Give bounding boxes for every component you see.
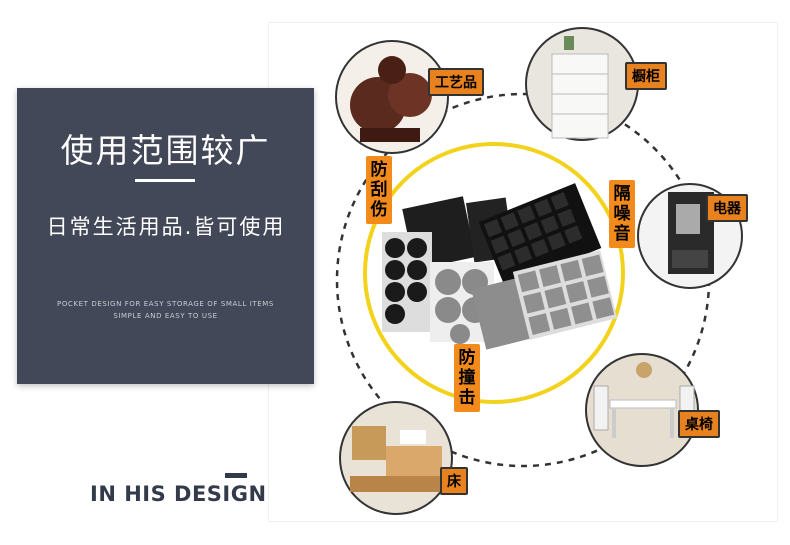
table-chair-thumb	[585, 353, 699, 467]
cabinet-label: 橱柜	[625, 62, 667, 90]
bed-thumb	[339, 401, 453, 515]
title-divider	[135, 179, 195, 182]
soundproof-label: 隔噪音	[609, 180, 635, 248]
small-caption-1: POCKET DESIGN FOR EASY STORAGE OF SMALL …	[57, 300, 274, 308]
anti-collision-label: 防撞击	[454, 344, 480, 412]
subtitle: 日常生活用品.皆可使用	[46, 215, 286, 239]
bottom-heading: IN HIS DESIGN	[90, 482, 267, 506]
info-card: 使用范围较广 日常生活用品.皆可使用 POCKET DESIGN FOR EAS…	[17, 88, 314, 384]
felt-pads-image	[382, 183, 618, 350]
crafts-label: 工艺品	[428, 68, 484, 96]
cabinet-thumb	[525, 27, 639, 141]
anti-scratch-label: 防刮伤	[366, 156, 392, 224]
page-title: 使用范围较广	[60, 131, 271, 170]
table-chair-label: 桌椅	[678, 410, 720, 438]
heading-accent	[225, 473, 247, 478]
bed-label: 床	[440, 467, 468, 495]
crafts-thumb	[335, 40, 449, 154]
small-caption-2: SIMPLE AND EASY TO USE	[113, 312, 218, 320]
appliance-label: 电器	[706, 194, 748, 222]
